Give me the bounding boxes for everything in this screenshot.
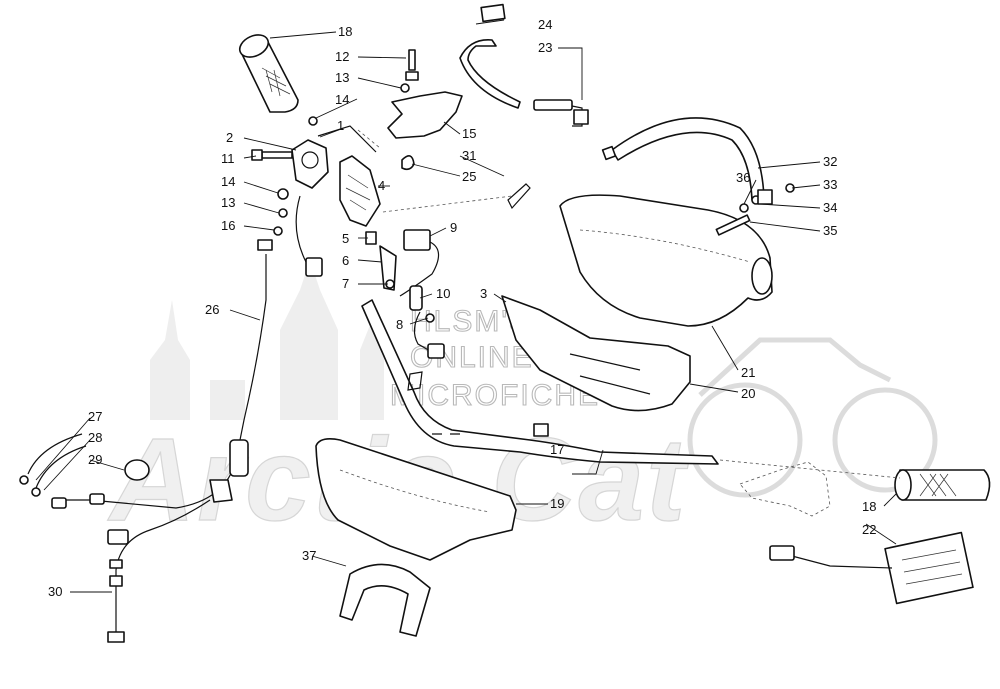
callout-27: 27 <box>88 409 102 424</box>
callout-2: 2 <box>226 130 233 145</box>
callout-22: 22 <box>862 522 876 537</box>
throttle-assembly-outline <box>739 461 831 517</box>
callout-3: 3 <box>480 286 487 301</box>
callout-16: 16 <box>221 218 235 233</box>
throttle-block <box>339 155 381 227</box>
callout-13b: 13 <box>221 195 235 210</box>
callout-13a: 13 <box>335 70 349 85</box>
upper-handlebar-pad <box>559 194 773 327</box>
callout-35: 35 <box>823 223 837 238</box>
callout-4: 4 <box>378 178 385 193</box>
handlebar <box>361 299 719 465</box>
washer-14-left <box>277 188 289 200</box>
callout-34: 34 <box>823 200 837 215</box>
callout-26: 26 <box>205 302 219 317</box>
handlebar-mount-tab <box>533 423 549 437</box>
callout-20: 20 <box>741 386 755 401</box>
callout-21: 21 <box>741 365 755 380</box>
lock-washer-13-left <box>278 208 288 218</box>
strap-37 <box>339 563 431 637</box>
callout-labels: 18 12 13 14 1 2 11 14 13 16 15 31 25 4 9… <box>48 17 876 599</box>
callout-14b: 14 <box>221 174 235 189</box>
lower-pad-cover <box>501 295 691 412</box>
callout-5: 5 <box>342 231 349 246</box>
throttle-cable <box>60 254 267 509</box>
handlebar-cover-19 <box>315 438 517 561</box>
washer-14-top <box>308 116 318 126</box>
watermark-skyline <box>150 260 384 420</box>
callout-14a: 14 <box>335 92 349 107</box>
bolt-12 <box>405 49 419 81</box>
callout-18b: 18 <box>862 499 876 514</box>
sleeve-28 <box>35 445 87 489</box>
callout-8: 8 <box>396 317 403 332</box>
watermark-line-3: MICROFICHE <box>390 379 600 412</box>
connector-9 <box>403 229 431 251</box>
throttle-switch-housing <box>291 125 377 189</box>
clamp-29 <box>124 459 150 481</box>
callout-30: 30 <box>48 584 62 599</box>
callout-31: 31 <box>462 148 476 163</box>
screw-11 <box>251 149 293 161</box>
lock-washer-13-top <box>400 83 410 93</box>
switch-plug <box>305 257 323 277</box>
throttle-lever <box>387 91 463 139</box>
callout-28: 28 <box>88 430 102 445</box>
callout-15: 15 <box>462 126 476 141</box>
mount-bracket <box>365 231 397 291</box>
callout-19: 19 <box>550 496 564 511</box>
callout-11: 11 <box>221 151 235 166</box>
callout-29: 29 <box>88 452 102 467</box>
left-hand-grip <box>238 34 299 113</box>
callout-32: 32 <box>823 154 837 169</box>
callout-37: 37 <box>302 548 316 563</box>
crossbar-hardware <box>715 183 795 236</box>
cable-pin-31 <box>507 183 531 210</box>
throttle-wire-harness <box>459 39 589 127</box>
spring-27 <box>27 433 83 475</box>
crossbar-pad <box>611 117 765 201</box>
callout-1: 1 <box>337 118 344 133</box>
cable-end-30 <box>107 559 125 643</box>
right-hand-grip <box>894 469 991 501</box>
callout-23: 23 <box>538 40 552 55</box>
kill-switch <box>409 285 445 359</box>
heater-element-24 <box>480 3 506 23</box>
leader-lines <box>35 19 897 593</box>
callout-7: 7 <box>342 276 349 291</box>
callout-17: 17 <box>550 442 564 457</box>
callout-24: 24 <box>538 17 552 32</box>
callout-33: 33 <box>823 177 837 192</box>
nut-16 <box>273 226 283 236</box>
callout-6: 6 <box>342 253 349 268</box>
callout-18a: 18 <box>338 24 352 39</box>
watermark-motorcycle <box>687 337 938 498</box>
hand-heater-22 <box>769 531 974 605</box>
callout-9: 9 <box>450 220 457 235</box>
callout-25: 25 <box>462 169 476 184</box>
callout-36: 36 <box>736 170 750 185</box>
callout-10: 10 <box>436 286 450 301</box>
callout-12: 12 <box>335 49 349 64</box>
clip-25 <box>401 155 415 171</box>
